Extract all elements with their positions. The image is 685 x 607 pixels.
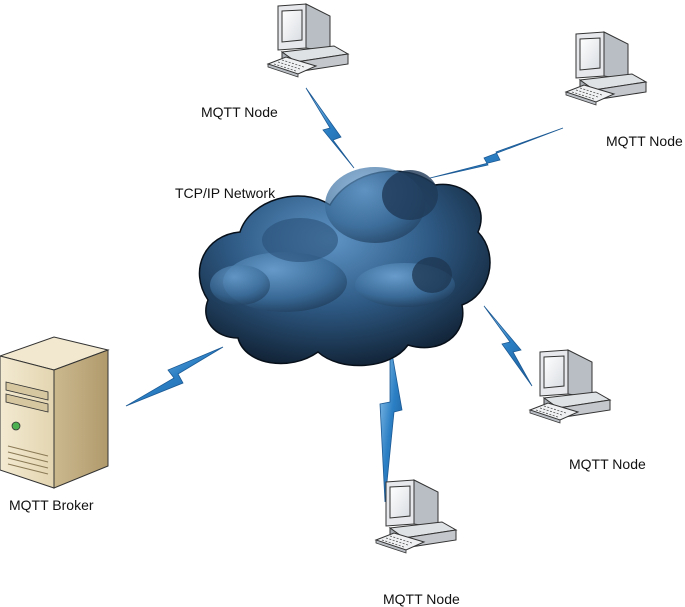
node-label: MQTT Node xyxy=(569,456,646,472)
mqtt-broker-server-icon xyxy=(0,336,110,489)
node-label: MQTT Node xyxy=(606,133,683,149)
node-label: MQTT Node xyxy=(201,104,278,120)
mqtt-node-4-computer-icon xyxy=(375,479,457,554)
network-cloud-icon xyxy=(198,167,491,367)
link-node1-bolt-icon xyxy=(305,87,355,169)
link-node4-bolt-icon xyxy=(379,341,403,503)
link-node3-bolt-icon xyxy=(483,305,533,387)
mqtt-node-2-computer-icon xyxy=(565,31,647,106)
node-label: MQTT Node xyxy=(383,591,460,607)
link-broker-bolt-icon xyxy=(125,346,224,407)
mqtt-node-3-computer-icon xyxy=(529,349,611,424)
broker-label: MQTT Broker xyxy=(9,497,94,513)
mqtt-node-1-computer-icon xyxy=(267,3,349,78)
link-node2-bolt-icon xyxy=(429,127,564,179)
network-label: TCP/IP Network xyxy=(175,185,276,201)
